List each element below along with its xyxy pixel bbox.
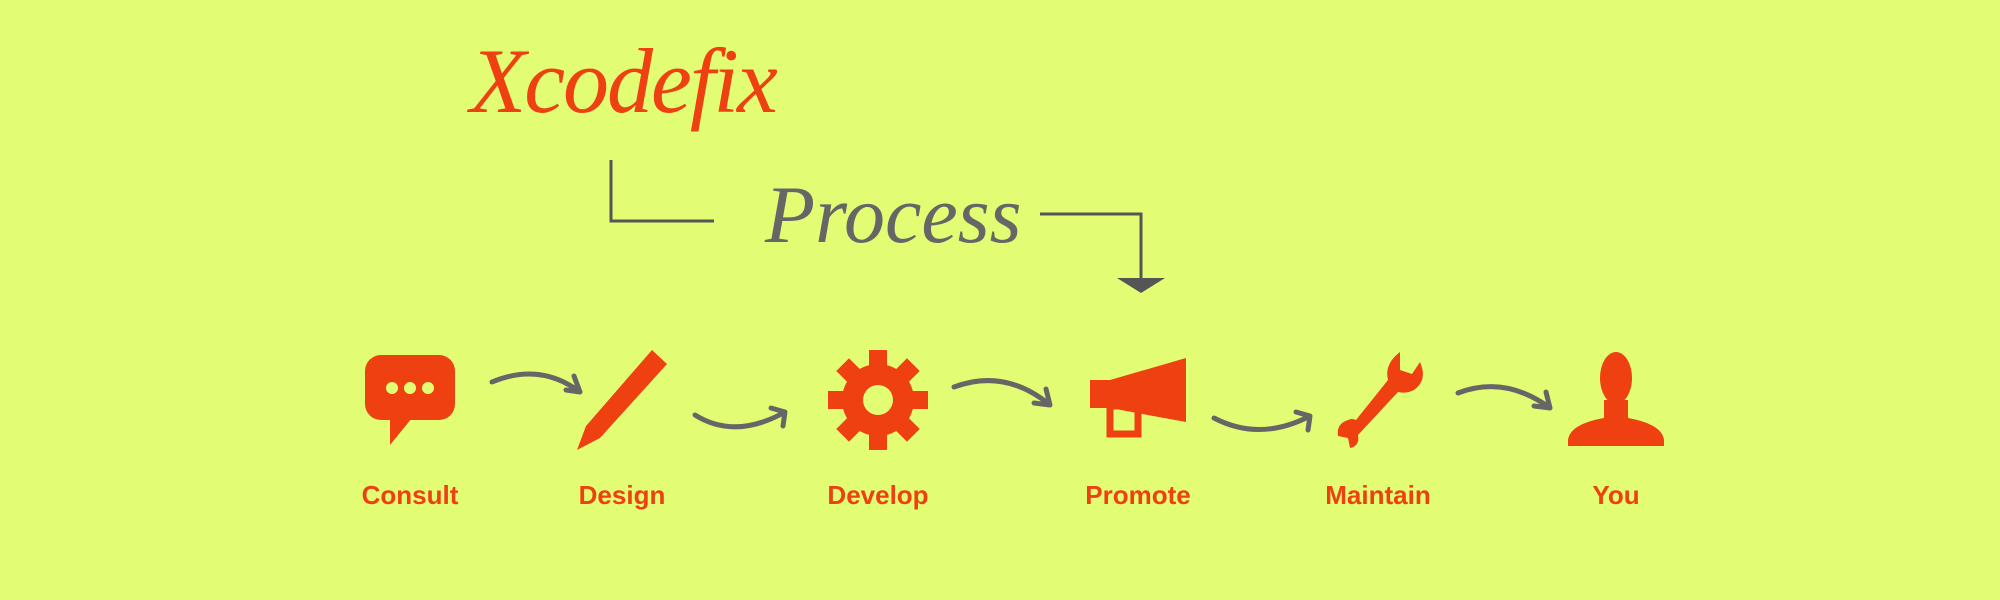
- step-label: Develop: [827, 480, 929, 510]
- bracket-left: [609, 160, 714, 223]
- user-icon: [1568, 352, 1664, 446]
- step-label: Maintain: [1325, 480, 1431, 510]
- step-label: Consult: [361, 480, 459, 510]
- down-arrow-icon: [1117, 278, 1165, 293]
- flow-arrow-4: [1211, 409, 1313, 433]
- bracket-right: [1040, 212, 1143, 280]
- pencil-icon: [577, 350, 667, 450]
- flow-arrow-2: [692, 405, 788, 430]
- step-label: Promote: [1085, 480, 1191, 510]
- megaphone-icon: [1090, 358, 1186, 438]
- step-label: You: [1592, 480, 1640, 510]
- flow-arrow-5: [1455, 384, 1553, 411]
- speech-bubble-icon: [365, 355, 455, 445]
- gear-icon: [828, 350, 928, 450]
- flow-arrow-3: [951, 378, 1053, 408]
- wrench-icon: [1337, 352, 1423, 448]
- flow-arrow-1: [489, 371, 583, 395]
- brand-logo-text: Xcodefix: [470, 30, 778, 132]
- step-label: Design: [578, 480, 666, 510]
- process-title: Process: [765, 169, 1022, 260]
